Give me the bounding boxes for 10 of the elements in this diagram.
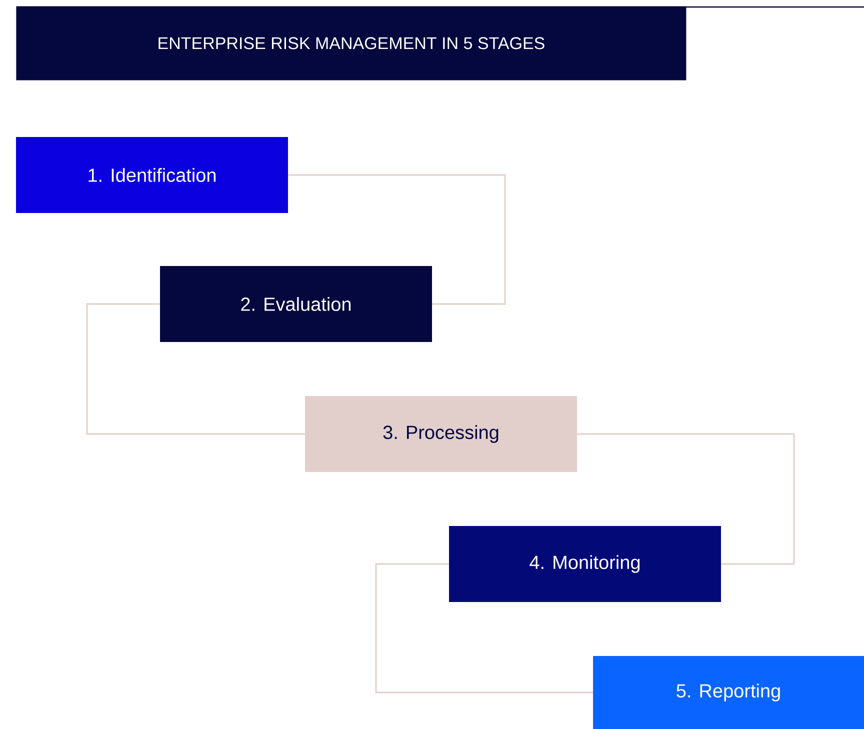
stage-box: 3. Processing [305, 396, 577, 472]
connector-line [577, 433, 795, 565]
stage-box: 1. Identification [16, 137, 288, 213]
connector-line [86, 303, 305, 435]
stage-box: 4. Monitoring [449, 526, 721, 602]
title-banner: ENTERPRISE RISK MANAGEMENT IN 5 STAGES [16, 6, 686, 80]
connector-line [375, 563, 593, 694]
stage-box: 2. Evaluation [160, 266, 432, 342]
stage-box: 5. Reporting [593, 656, 864, 729]
connector-line [288, 174, 506, 305]
